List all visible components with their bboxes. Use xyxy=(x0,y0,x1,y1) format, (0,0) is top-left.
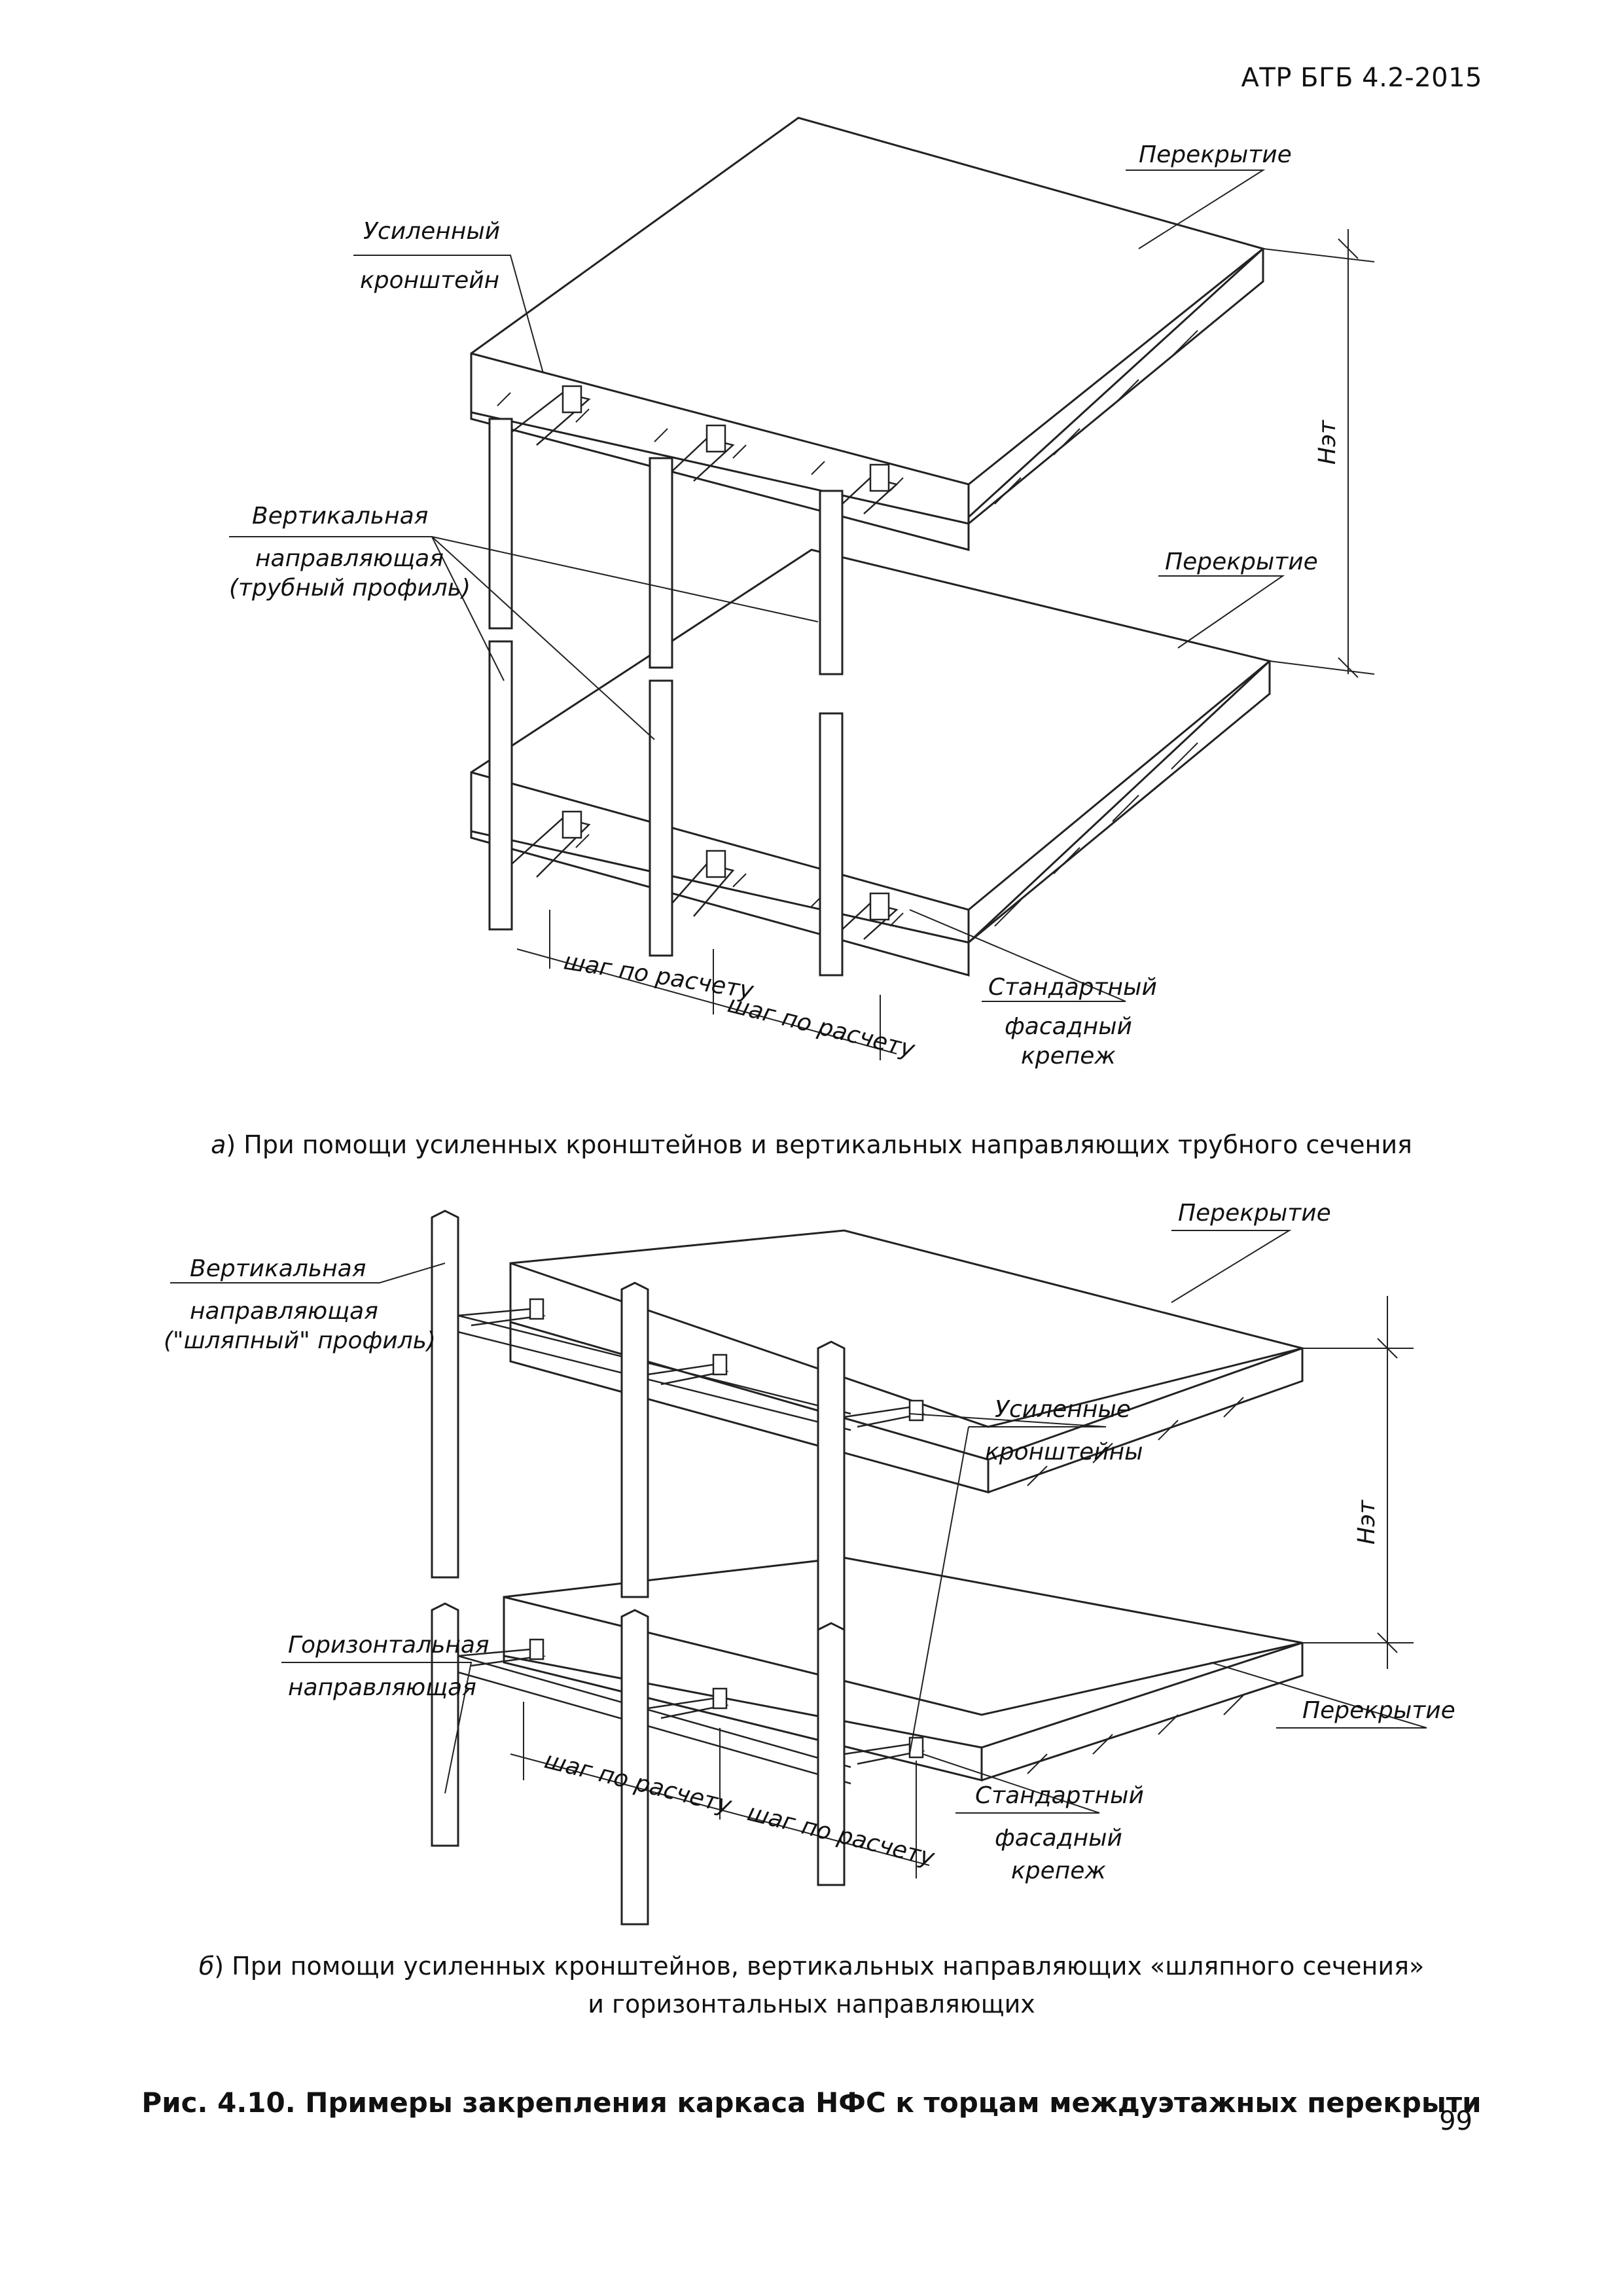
label-reinforced-bracket-2: кронштейн xyxy=(360,267,499,294)
hat-profile-guides xyxy=(431,1210,846,1926)
label-brackets-b-1: Усиленные xyxy=(995,1396,1131,1423)
caption-b-line2: и горизонтальных направляющих xyxy=(588,1990,1035,2018)
label-fastener-3: крепеж xyxy=(1021,1043,1116,1069)
floor-height-dimension-b xyxy=(1302,1296,1414,1669)
label-horizontal-guide-1: Горизонтальная xyxy=(288,1632,490,1659)
label-fastener-b-2: фасадный xyxy=(995,1825,1122,1852)
caption-b: б) При помощи усиленных кронштейнов, вер… xyxy=(0,1947,1623,2023)
vertical-guides-lower xyxy=(488,640,844,977)
step-dimension xyxy=(516,910,897,1060)
label-fastener-b-3: крепеж xyxy=(1011,1857,1106,1884)
figure-b-drawing: Hэт шаг по расчету шаг по расчету Перекр… xyxy=(0,1191,1623,1931)
top-slab-b xyxy=(509,1229,1306,1494)
reinforced-brackets xyxy=(511,385,899,940)
label-vertical-guide-b-3: ("шляпный" профиль) xyxy=(164,1327,436,1354)
label-fastener-b-1: Стандартный xyxy=(975,1782,1144,1809)
document-reference: АТР БГБ 4.2-2015 xyxy=(1241,63,1482,93)
label-vertical-guide-b-1: Вертикальная xyxy=(190,1255,366,1282)
floor-height-dimension xyxy=(1262,229,1375,678)
step-dimension-b xyxy=(510,1702,930,1878)
figure-a-drawing: Hэт шаг по расчету шаг по расчету Перекр… xyxy=(0,98,1623,1119)
caption-b-letter: б xyxy=(198,1952,215,1981)
label-top-slab-a: Перекрытие xyxy=(1139,141,1292,168)
caption-a-text: ) При помощи усиленных кронштейнов и вер… xyxy=(226,1130,1412,1159)
floor-height-label: Hэт xyxy=(1314,420,1341,465)
label-reinforced-bracket-1: Усиленный xyxy=(363,218,500,245)
label-top-slab-b: Перекрытие xyxy=(1178,1200,1331,1227)
label-vertical-guide-b-2: направляющая xyxy=(190,1298,378,1325)
caption-b-line1: б) При помощи усиленных кронштейнов, вер… xyxy=(0,1947,1623,1985)
vertical-guides-upper xyxy=(488,418,844,675)
caption-a: а) При помощи усиленных кронштейнов и ве… xyxy=(0,1126,1623,1164)
step-label-2: шаг по расчету xyxy=(725,991,918,1064)
caption-a-letter: а xyxy=(211,1130,226,1159)
horizontal-guides xyxy=(457,1314,851,1785)
label-vertical-guide-3: (трубный профиль) xyxy=(229,575,471,601)
label-brackets-b-2: кронштейны xyxy=(985,1439,1143,1465)
label-vertical-guide-2: направляющая xyxy=(255,545,444,572)
top-slab xyxy=(470,117,1266,551)
label-horizontal-guide-2: направляющая xyxy=(288,1674,476,1701)
page-number: 99 xyxy=(1439,2106,1472,2136)
label-fastener-1: Стандартный xyxy=(988,974,1157,1001)
floor-height-label-b: Hэт xyxy=(1353,1499,1380,1545)
label-bottom-slab-a: Перекрытие xyxy=(1165,548,1318,575)
caption-b-text-1: ) При помощи усиленных кронштейнов, верт… xyxy=(214,1952,1425,1981)
label-bottom-slab-b: Перекрытие xyxy=(1302,1697,1455,1724)
label-fastener-2: фасадный xyxy=(1005,1013,1132,1040)
figure-title: Рис. 4.10. Примеры закрепления каркаса Н… xyxy=(141,2087,1482,2119)
label-vertical-guide-1: Вертикальная xyxy=(252,503,428,529)
reinforced-brackets-b xyxy=(457,1298,925,1765)
